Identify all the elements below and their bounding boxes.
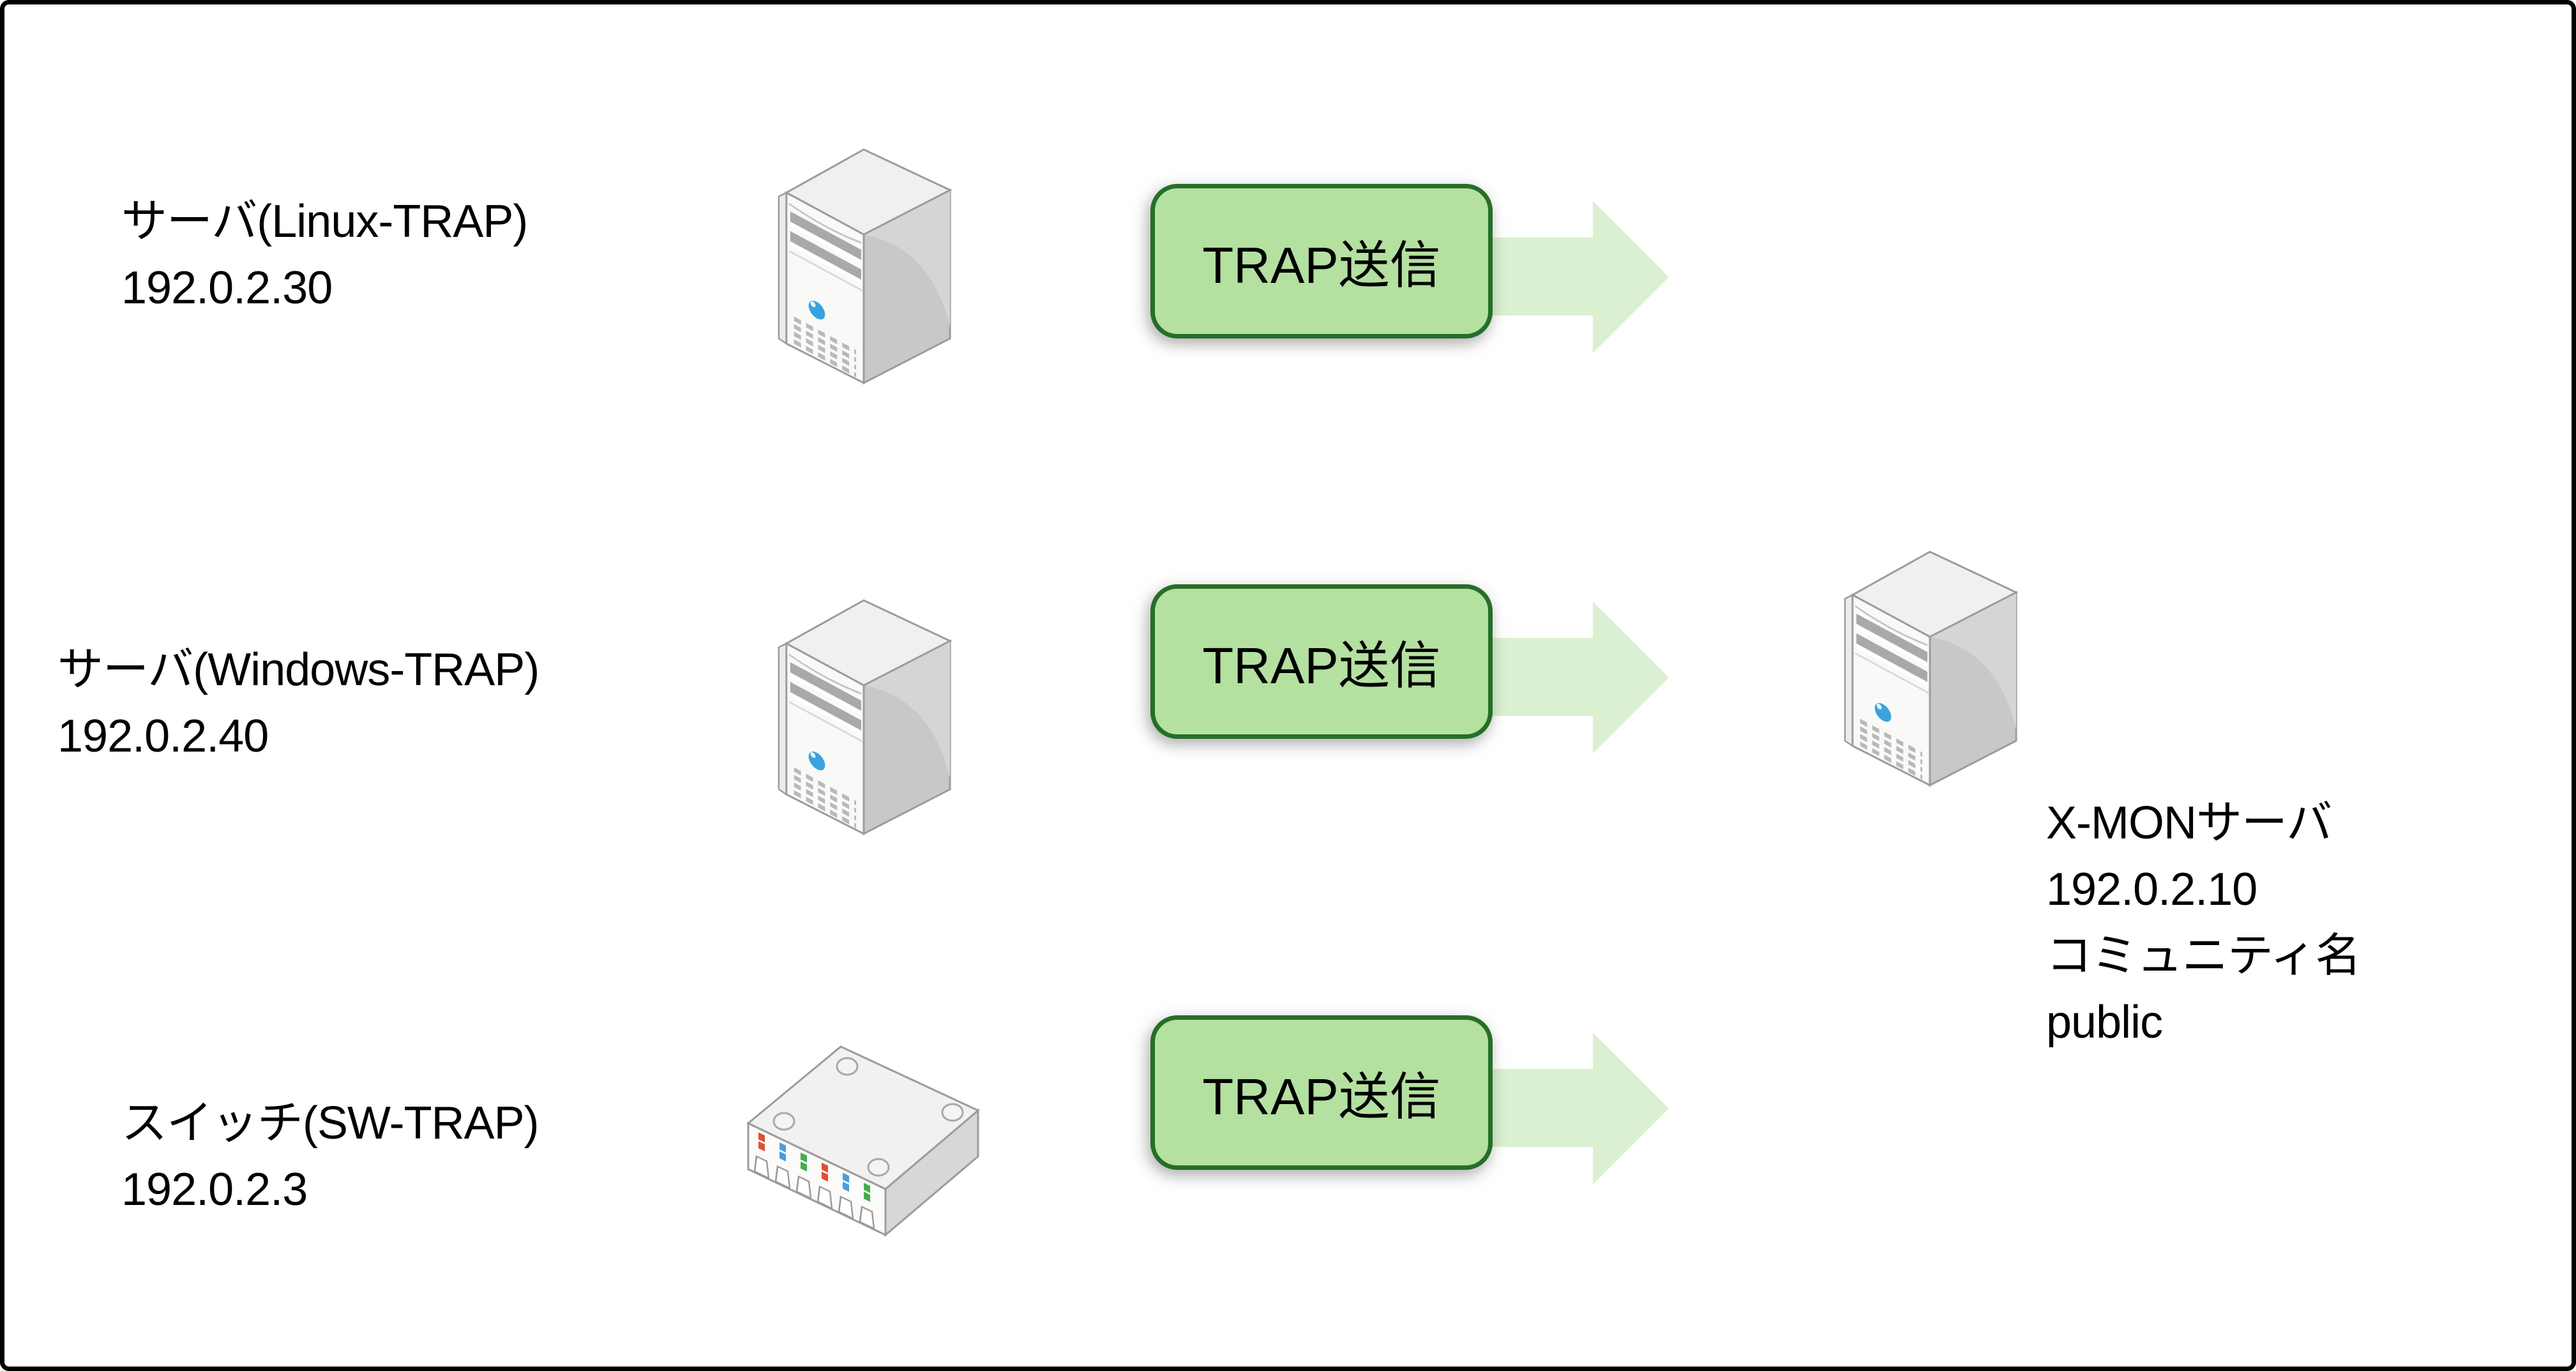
community-value-label: public xyxy=(2046,997,2163,1048)
source-label-windows: サーバ(Windows-TRAP) 192.0.2.40 xyxy=(57,637,539,769)
network-switch-icon xyxy=(746,1045,980,1238)
trap-send-label: TRAP送信 xyxy=(1202,237,1441,294)
destination-name-label: X-MONサーバ xyxy=(2046,798,2332,849)
community-name-label: コミュニティ名 xyxy=(2046,930,2361,981)
device-ip-label: 192.0.2.30 xyxy=(121,262,333,314)
server-tower-icon xyxy=(1844,550,2019,787)
flow-arrow-icon xyxy=(1489,1033,1669,1185)
server-tower-icon xyxy=(778,148,953,385)
trap-send-label: TRAP送信 xyxy=(1202,637,1441,694)
device-name-label: サーバ(Linux-TRAP) xyxy=(121,196,528,247)
destination-label: X-MONサーバ 192.0.2.10 コミュニティ名 public xyxy=(2046,790,2361,1056)
device-name-label: サーバ(Windows-TRAP) xyxy=(57,644,539,695)
trap-send-box: TRAP送信 xyxy=(1150,1015,1493,1170)
device-ip-label: 192.0.2.3 xyxy=(121,1164,308,1215)
device-name-label: スイッチ(SW-TRAP) xyxy=(121,1098,539,1149)
flow-arrow-icon xyxy=(1489,602,1669,754)
flow-arrow-icon xyxy=(1489,201,1669,353)
source-label-switch: スイッチ(SW-TRAP) 192.0.2.3 xyxy=(121,1090,539,1223)
server-tower-icon xyxy=(778,599,953,836)
destination-ip-label: 192.0.2.10 xyxy=(2046,864,2257,915)
device-ip-label: 192.0.2.40 xyxy=(57,711,269,762)
trap-send-box: TRAP送信 xyxy=(1150,584,1493,739)
trap-send-box: TRAP送信 xyxy=(1150,184,1493,338)
trap-send-label: TRAP送信 xyxy=(1202,1068,1441,1125)
source-label-linux: サーバ(Linux-TRAP) 192.0.2.30 xyxy=(121,188,528,321)
